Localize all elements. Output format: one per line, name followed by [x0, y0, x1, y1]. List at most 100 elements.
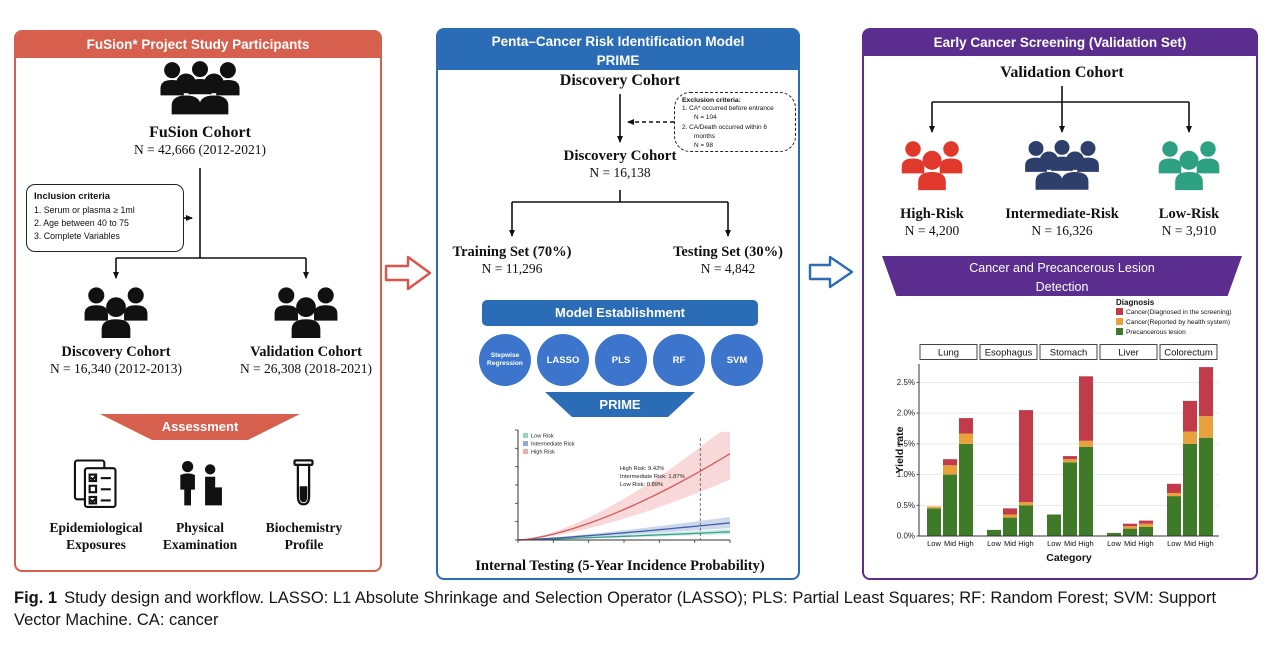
legend-swatch: [523, 433, 528, 438]
assessment-banner: Assessment: [100, 414, 300, 440]
bar-segment: [927, 506, 941, 509]
x-tick-label: Mid: [1184, 539, 1196, 548]
confidence-band: [518, 529, 730, 540]
axes: [918, 364, 1219, 537]
intermediate-risk-block: Intermediate-Risk N = 16,326: [987, 206, 1137, 239]
internal-testing-footer: Internal Testing (5-Year Incidence Proba…: [475, 558, 765, 574]
x-tick-label: Mid: [1004, 539, 1016, 548]
bar-segment: [943, 459, 957, 466]
middle-panel-title-line1: Penta–Cancer Risk Identification Model: [491, 34, 745, 49]
bar-segment: [1123, 526, 1137, 529]
high-risk-group-icon: [895, 140, 969, 192]
y-tick-label: 0.0%: [897, 532, 915, 541]
y-tick-label: 2.5%: [897, 378, 915, 387]
bar-segment: [1063, 459, 1077, 463]
inclusion-criteria-item: 3. Complete Variables: [34, 230, 120, 241]
bar-segment: [1139, 520, 1153, 524]
panel-study-participants: FuSion* Project Study Participants FuSio…: [14, 30, 382, 572]
bar-segment: [1183, 443, 1197, 536]
intermediate-risk-name: Intermediate-Risk: [1005, 206, 1119, 222]
validation-cohort-header: Validation Cohort: [1000, 64, 1124, 81]
validation-cohort-block: Validation Cohort N = 26,308 (2018-2021): [216, 344, 396, 377]
middle-panel-title: Penta–Cancer Risk Identification Model P…: [438, 30, 798, 70]
testing-set-n: N = 4,842: [700, 261, 756, 276]
legend-entry: Precancerous lesion: [1116, 328, 1250, 338]
facet-label: Liver: [1118, 348, 1139, 359]
low-risk-name: Low-Risk: [1158, 206, 1220, 222]
legend-swatch: [1116, 318, 1123, 326]
assessment-label-physical: Physical Examination: [162, 520, 238, 552]
bar-segment: [1123, 523, 1137, 527]
legend-label: Intermediate Risk: [531, 442, 575, 448]
bar-segment: [1019, 410, 1033, 503]
exclusion-criteria-box: Exclusion criteria: 1. CA* occurred befo…: [674, 92, 796, 152]
x-tick-label: Low: [1047, 539, 1061, 548]
y-tick-label: 0.5%: [897, 501, 915, 510]
y-axis-title: Yield rate: [894, 426, 906, 473]
validation-cohort-icon: [267, 286, 345, 340]
bar-segment: [1063, 456, 1077, 460]
facet-label: Colorectum: [1164, 348, 1213, 359]
left-panel-title: FuSion* Project Study Participants: [16, 32, 380, 58]
legend-swatch: [1116, 308, 1123, 315]
low-risk-block: Low-Risk N = 3,910: [1119, 206, 1259, 239]
panel-early-cancer-screening: Early Cancer Screening (Validation Set) …: [862, 28, 1258, 580]
y-tick-label: 1.0%: [897, 470, 915, 479]
validation-cohort-n: N = 26,308 (2018-2021): [239, 361, 373, 376]
detection-banner-line2: Detection: [1035, 279, 1089, 294]
risk-curve: [517, 522, 731, 541]
bar-segment: [1183, 431, 1197, 444]
discovery-cohort-mid-block: Discovery Cohort N = 16,138: [438, 148, 802, 181]
exclusion-criteria-title: Exclusion criteria:: [682, 97, 741, 104]
bar-segment: [1167, 493, 1181, 497]
flow-arrow-shape: [808, 255, 854, 289]
inclusion-criteria-item: 1. Serum or plasma ≥ 1ml: [34, 205, 135, 215]
fusion-cohort-crowd-icon: [155, 60, 245, 118]
risk-curve: [517, 453, 731, 541]
bar-segment: [987, 529, 1001, 536]
intermediate-risk-group-icon: [1014, 140, 1110, 192]
x-tick-label: High: [958, 539, 973, 548]
facet-strip: [919, 344, 978, 360]
caption-label: Fig. 1: [14, 589, 58, 607]
bar-segment: [959, 418, 973, 434]
model-establishment-bar: Model Establishment: [482, 300, 758, 326]
legend-swatch: [523, 441, 528, 446]
middle-panel-title-line2: PRIME: [596, 53, 640, 68]
discovery-mid-name: Discovery Cohort: [563, 148, 677, 164]
validation-cohort-name: Validation Cohort: [250, 344, 362, 360]
x-tick-label: High: [1138, 539, 1153, 548]
bar-segment: [1167, 483, 1181, 493]
bar-segment: [1079, 376, 1093, 441]
bar-segment: [1139, 526, 1153, 536]
inclusion-criteria-box: Inclusion criteria 1. Serum or plasma ≥ …: [26, 184, 184, 252]
training-set-block: Training Set (70%) N = 11,296: [438, 244, 586, 277]
inclusion-criteria-title: Inclusion criteria: [34, 191, 111, 202]
x-tick-label: Low: [927, 539, 941, 548]
training-set-n: N = 11,296: [481, 261, 543, 276]
legend-swatch: [523, 449, 528, 454]
model-circle-lasso: LASSO: [537, 334, 589, 386]
detection-banner-line1: Cancer and Precancerous Lesion: [969, 261, 1155, 275]
bar-segment: [959, 443, 973, 536]
fusion-cohort-n: N = 42,666 (2012-2021): [133, 142, 267, 157]
bar-segment: [1139, 523, 1153, 527]
bar-segment: [1199, 367, 1213, 417]
model-circle-rf: RF: [653, 334, 705, 386]
annotation: Intermediate Risk: 1.87%: [620, 474, 685, 480]
legend-entry: Cancer(Diagnosed in the screening): [1116, 308, 1250, 318]
bar-segment: [943, 465, 957, 475]
bar-segment: [1079, 440, 1093, 447]
assessment-label-biochemistry: Biochemistry Profile: [265, 520, 343, 552]
x-tick-label: Low: [1107, 539, 1121, 548]
bar-segment: [1063, 462, 1077, 536]
y-tick-label: 2.0%: [897, 409, 915, 418]
bar-segment: [1019, 502, 1033, 506]
legend-entry: Cancer(Reported by health system): [1116, 318, 1250, 328]
bar-segment: [927, 508, 941, 536]
facet-strip: [1159, 344, 1218, 360]
